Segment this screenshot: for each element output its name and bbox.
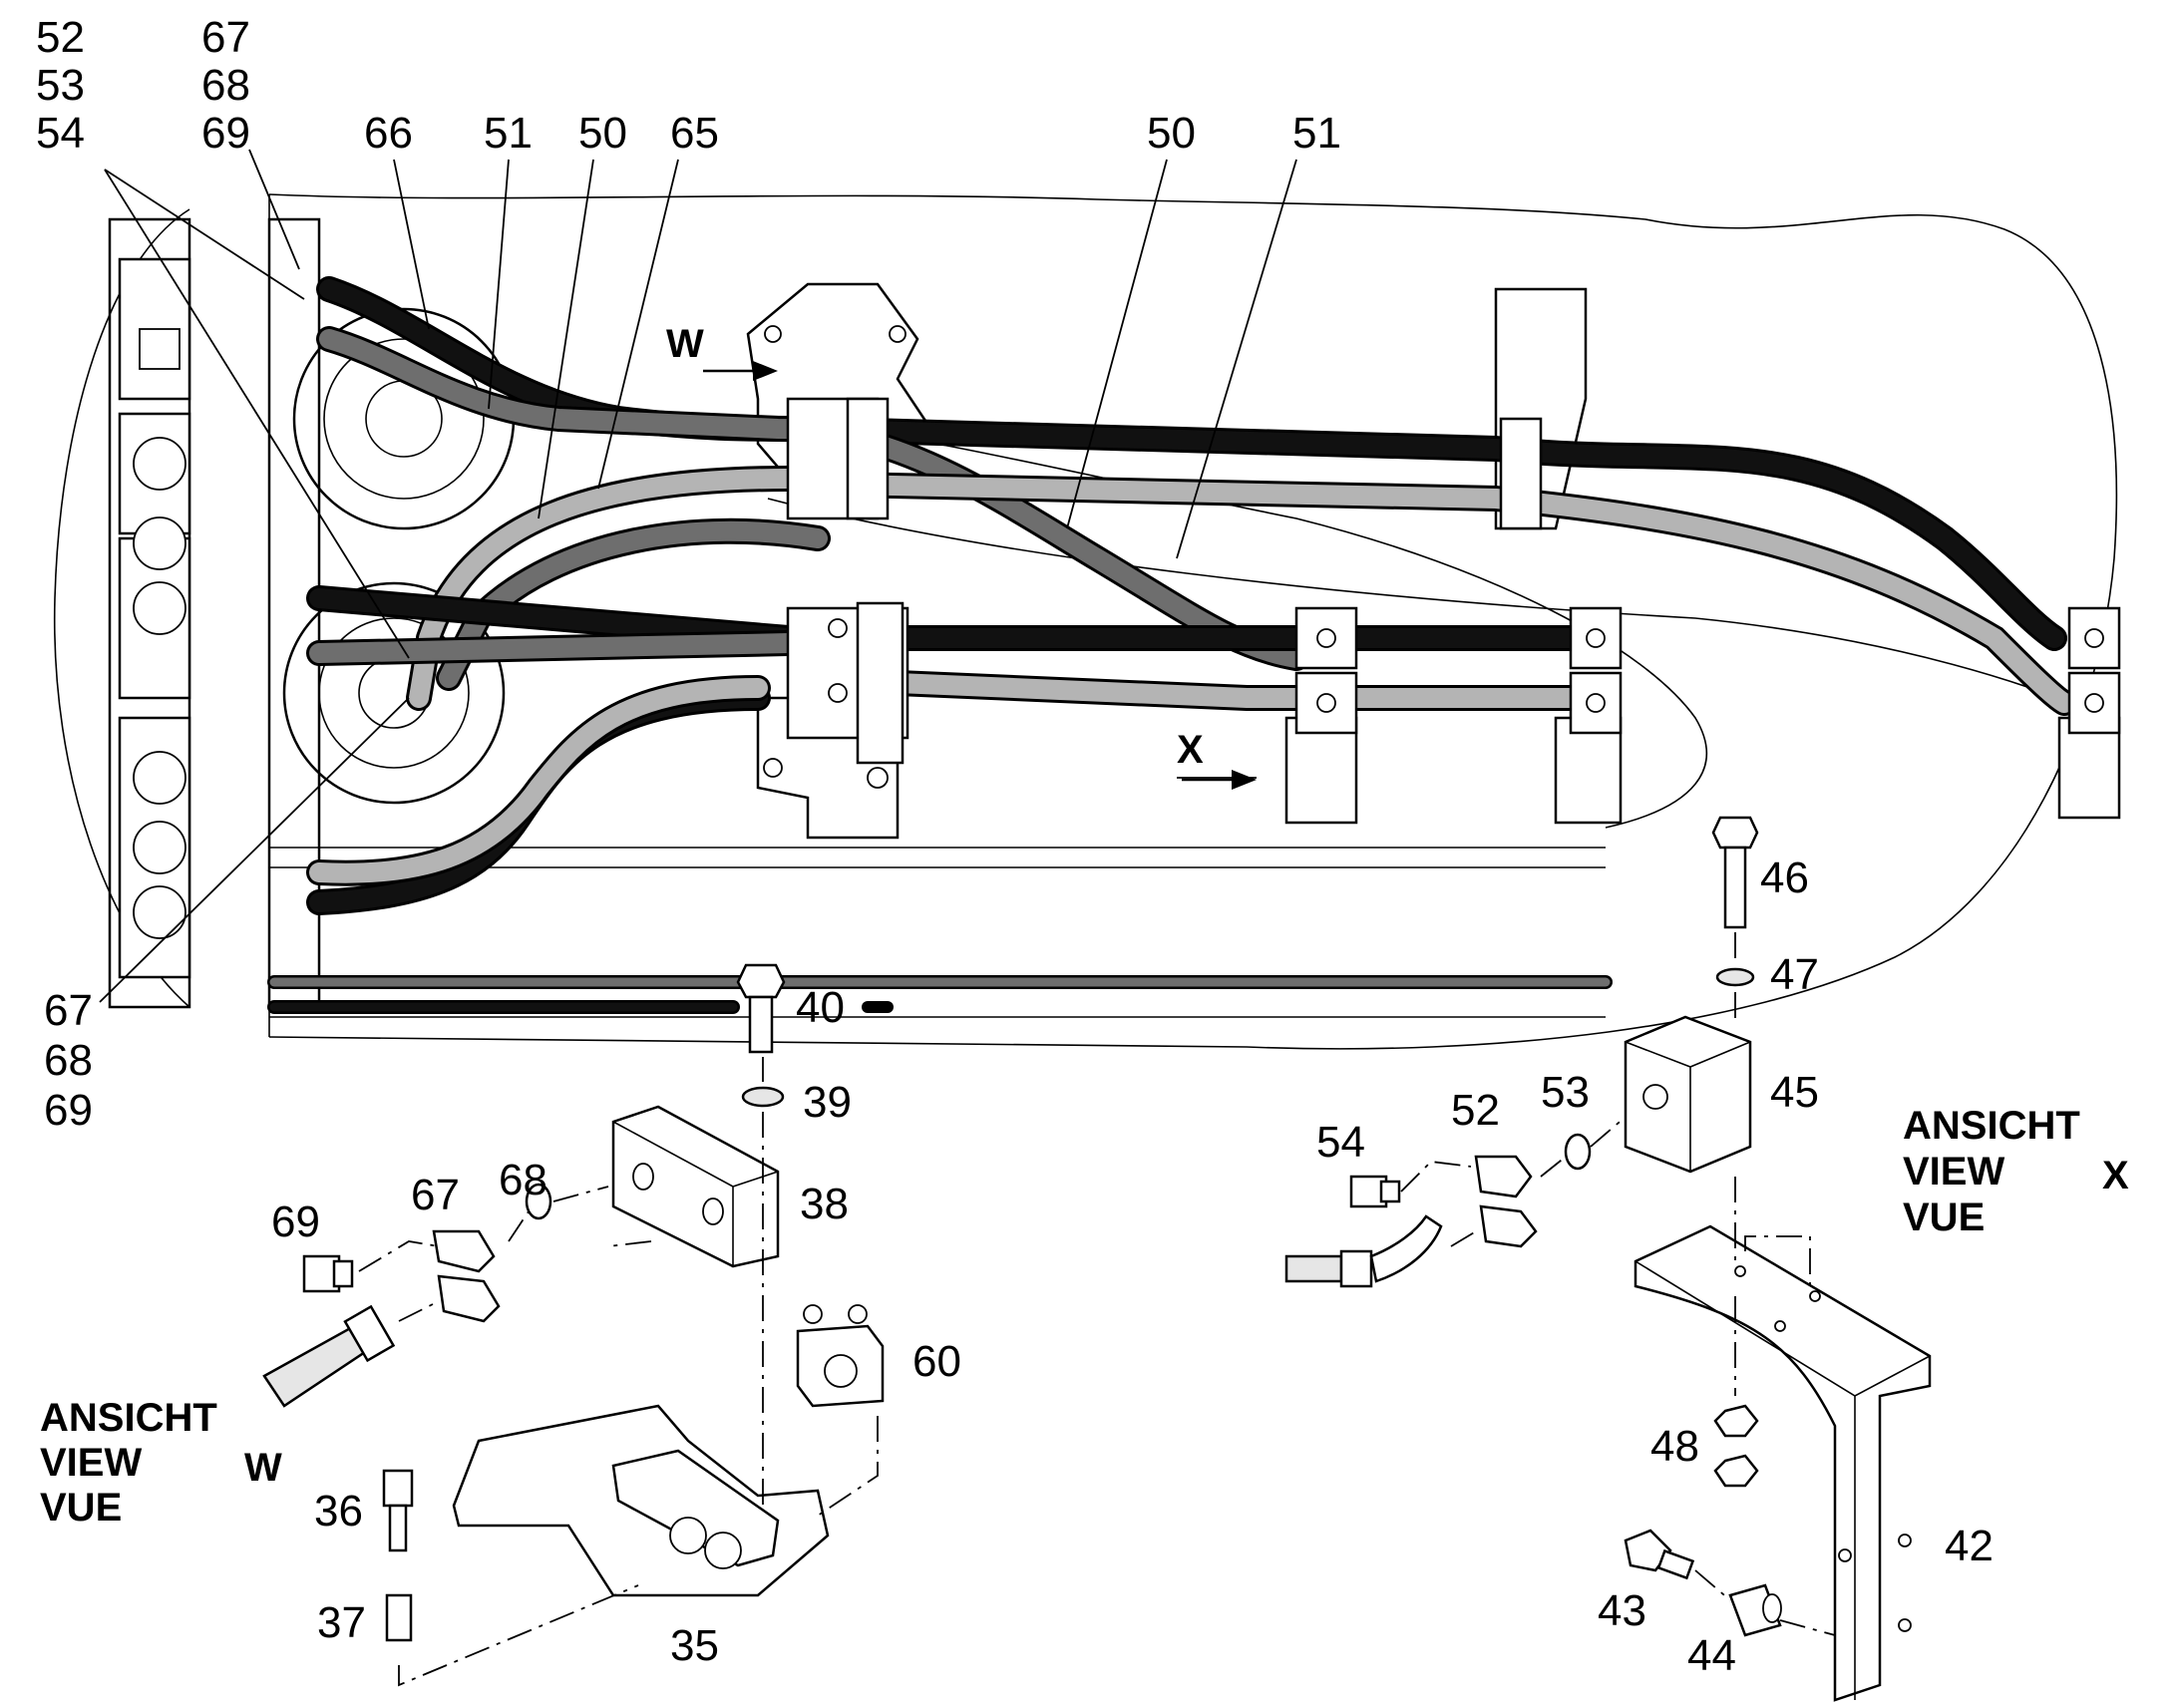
label-46: 46 bbox=[1760, 854, 1809, 902]
label-67: 67 bbox=[201, 13, 250, 62]
label-54-x: 54 bbox=[1316, 1118, 1365, 1167]
label-42: 42 bbox=[1945, 1522, 1994, 1570]
arrow-w: W bbox=[666, 322, 778, 381]
washer-39 bbox=[741, 1086, 785, 1108]
view-x-line3: VUE bbox=[1903, 1196, 1985, 1239]
label-68-w: 68 bbox=[499, 1156, 547, 1204]
hose-grey-mid bbox=[309, 633, 798, 663]
view-x-letter: X bbox=[2102, 1154, 2129, 1197]
bolt-40 bbox=[736, 963, 786, 1054]
bracket-42 bbox=[1634, 1224, 1932, 1702]
label-52: 52 bbox=[36, 13, 85, 62]
spacer-37 bbox=[385, 1593, 413, 1642]
block-45 bbox=[1624, 1015, 1752, 1174]
machine-frame-outline bbox=[53, 193, 2118, 1050]
o-ring-68 bbox=[525, 1183, 552, 1220]
label-36: 36 bbox=[314, 1487, 363, 1536]
arrow-x-label: X bbox=[1177, 728, 1204, 772]
view-x-caption: ANSICHT VIEW VUE X bbox=[1903, 1104, 2129, 1239]
label-69-bottom: 69 bbox=[44, 1086, 93, 1135]
valve-bank bbox=[108, 217, 321, 1009]
bracket-35 bbox=[452, 1404, 830, 1597]
label-51: 51 bbox=[484, 109, 533, 158]
hose-lightgrey-top bbox=[788, 474, 2074, 713]
label-67-bottom: 67 bbox=[44, 986, 93, 1035]
screw-36 bbox=[382, 1469, 414, 1552]
label-66: 66 bbox=[364, 109, 413, 158]
arrow-x: X bbox=[1177, 728, 1257, 790]
block-38 bbox=[611, 1105, 780, 1268]
label-38: 38 bbox=[800, 1180, 849, 1228]
label-45: 45 bbox=[1770, 1068, 1819, 1117]
label-60: 60 bbox=[912, 1337, 961, 1386]
bolt-46 bbox=[1711, 816, 1759, 929]
hose-grey-50 bbox=[439, 520, 828, 688]
detail-w bbox=[262, 963, 885, 1687]
label-48: 48 bbox=[1650, 1422, 1699, 1471]
view-w-line3: VUE bbox=[40, 1486, 122, 1530]
view-x-line1: ANSICHT bbox=[1903, 1104, 2080, 1148]
detail-x bbox=[1284, 816, 1932, 1702]
view-x-line2: VIEW bbox=[1903, 1150, 2004, 1194]
fitting-blocks bbox=[786, 397, 2121, 765]
label-47: 47 bbox=[1770, 950, 1819, 999]
nut-48 bbox=[1713, 1404, 1759, 1488]
bolt-54 bbox=[1349, 1175, 1401, 1208]
label-51-right: 51 bbox=[1292, 109, 1341, 158]
label-65: 65 bbox=[670, 109, 719, 158]
label-68-bottom: 68 bbox=[44, 1036, 93, 1085]
label-53-x: 53 bbox=[1541, 1068, 1590, 1117]
label-52-x: 52 bbox=[1451, 1086, 1500, 1135]
label-35: 35 bbox=[670, 1621, 719, 1670]
screw-43 bbox=[1624, 1529, 1695, 1580]
label-43: 43 bbox=[1598, 1586, 1646, 1635]
hose-lightgrey-mid bbox=[888, 673, 1606, 708]
label-44: 44 bbox=[1687, 1631, 1736, 1680]
o-ring-53 bbox=[1564, 1133, 1592, 1171]
view-w-line1: ANSICHT bbox=[40, 1396, 217, 1440]
label-40: 40 bbox=[796, 983, 845, 1032]
label-69: 69 bbox=[201, 109, 250, 158]
label-53: 53 bbox=[36, 61, 85, 110]
label-68: 68 bbox=[201, 61, 250, 110]
hose-black-top bbox=[319, 279, 2064, 648]
label-39: 39 bbox=[803, 1078, 852, 1127]
arrow-w-label: W bbox=[666, 322, 704, 366]
hose-fitting-w bbox=[262, 1304, 396, 1408]
callout-labels: 52 53 54 67 68 69 66 51 50 65 50 51 67 6… bbox=[36, 13, 1994, 1680]
label-69-w: 69 bbox=[271, 1197, 320, 1246]
label-50: 50 bbox=[578, 109, 627, 158]
view-w-caption: ANSICHT VIEW VUE W bbox=[40, 1396, 282, 1530]
hose-lightgrey-65 bbox=[409, 469, 798, 708]
leader-lines bbox=[99, 149, 1297, 1003]
label-50-right: 50 bbox=[1147, 109, 1196, 158]
split-flange-67 bbox=[432, 1229, 501, 1323]
hose-lightgrey-lower bbox=[309, 678, 768, 883]
label-54: 54 bbox=[36, 109, 85, 158]
clamp-60 bbox=[796, 1304, 885, 1408]
view-w-letter: W bbox=[244, 1446, 282, 1490]
sleeve-44 bbox=[1728, 1583, 1782, 1637]
elbow-fitting-x bbox=[1284, 1214, 1443, 1288]
bolt-69 bbox=[302, 1254, 354, 1293]
view-w-line2: VIEW bbox=[40, 1441, 142, 1485]
hose-grey-51-upper bbox=[319, 329, 1306, 668]
label-67-w: 67 bbox=[411, 1171, 460, 1219]
label-37: 37 bbox=[317, 1598, 366, 1647]
split-flange-52 bbox=[1474, 1155, 1538, 1248]
washer-47 bbox=[1715, 967, 1755, 987]
